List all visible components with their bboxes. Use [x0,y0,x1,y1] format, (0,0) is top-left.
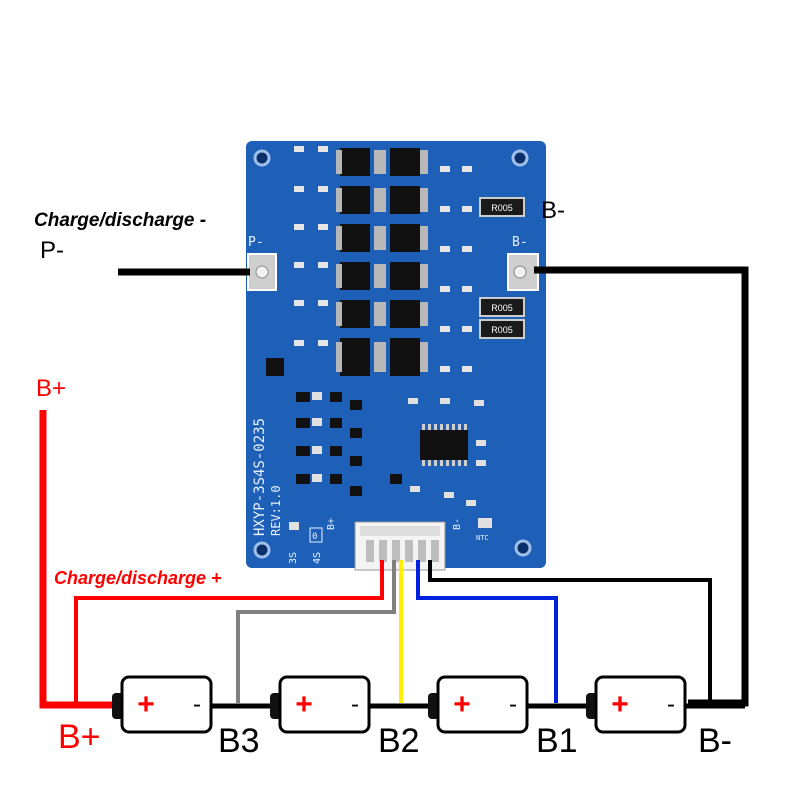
battery-cells: + - + - + - + - [112,675,687,734]
battery-minus-sign: - [351,691,359,718]
mode-4s-label: 4S [312,552,323,564]
balance-wire-b-minus [428,560,712,703]
mode-3s-pad [289,522,299,530]
battery-cell: + - [270,675,371,734]
wires [39,266,749,709]
b1-label: B1 [536,722,578,760]
bms-board: R005 R005 R005 [246,141,546,571]
battery-plus-sign: + [137,688,155,721]
board-silkscreen: HXYP-3S4S-0235 REV:1.0 P- B- 3S 4S 0 B+ … [248,235,528,564]
b-plus-wire [39,410,112,709]
b2-label: B2 [378,722,420,760]
b-minus-wire [534,266,749,707]
pad-label-b-minus: B- [512,235,528,250]
b-minus-bottom-label: B- [698,722,732,760]
silk-b-plus: B+ [326,518,337,530]
silk-b-minus: B- [452,518,463,530]
diagram-labels: Charge/discharge - P- B+ Charge/discharg… [34,197,732,760]
balance-wire-b-plus [74,560,384,703]
pad-label-p-minus: P- [248,235,264,250]
b-minus-top-label: B- [541,197,565,224]
mode-select-pad [309,527,323,543]
shunt-resistor-label: R005 [491,325,513,335]
balance-wire-b1 [416,560,558,703]
mode-3s-label: 3S [288,552,299,564]
mode-select-zero: 0 [312,532,317,542]
board-revision: REV:1.0 [269,485,283,536]
ntc-pad [478,518,492,528]
battery-cell: + - [112,675,213,734]
silk-ntc: NTC [476,534,489,542]
battery-cell: + - [586,675,687,734]
controller-area [266,358,486,506]
battery-plus-sign: + [295,688,313,721]
shunt-resistor-label: R005 [491,203,513,213]
shunt-resistor-label: R005 [491,303,513,313]
battery-minus-sign: - [193,691,201,718]
mosfet-array [294,146,472,376]
battery-plus-sign: + [453,688,471,721]
p-minus-label: P- [40,237,64,264]
charge-discharge-plus-label: Charge/discharge + [54,568,222,588]
battery-plus-sign: + [611,688,629,721]
b3-label: B3 [218,722,260,760]
balance-wire-b3 [236,560,396,703]
battery-minus-sign: - [509,691,517,718]
b-plus-top-label: B+ [36,375,66,402]
battery-minus-sign: - [667,691,675,718]
b-plus-bottom-label: B+ [58,718,101,756]
battery-cell: + - [428,675,529,734]
shunt-resistors: R005 R005 R005 [479,197,525,339]
charge-discharge-minus-label: Charge/discharge - [34,210,206,231]
board-model: HXYP-3S4S-0235 [252,418,268,536]
